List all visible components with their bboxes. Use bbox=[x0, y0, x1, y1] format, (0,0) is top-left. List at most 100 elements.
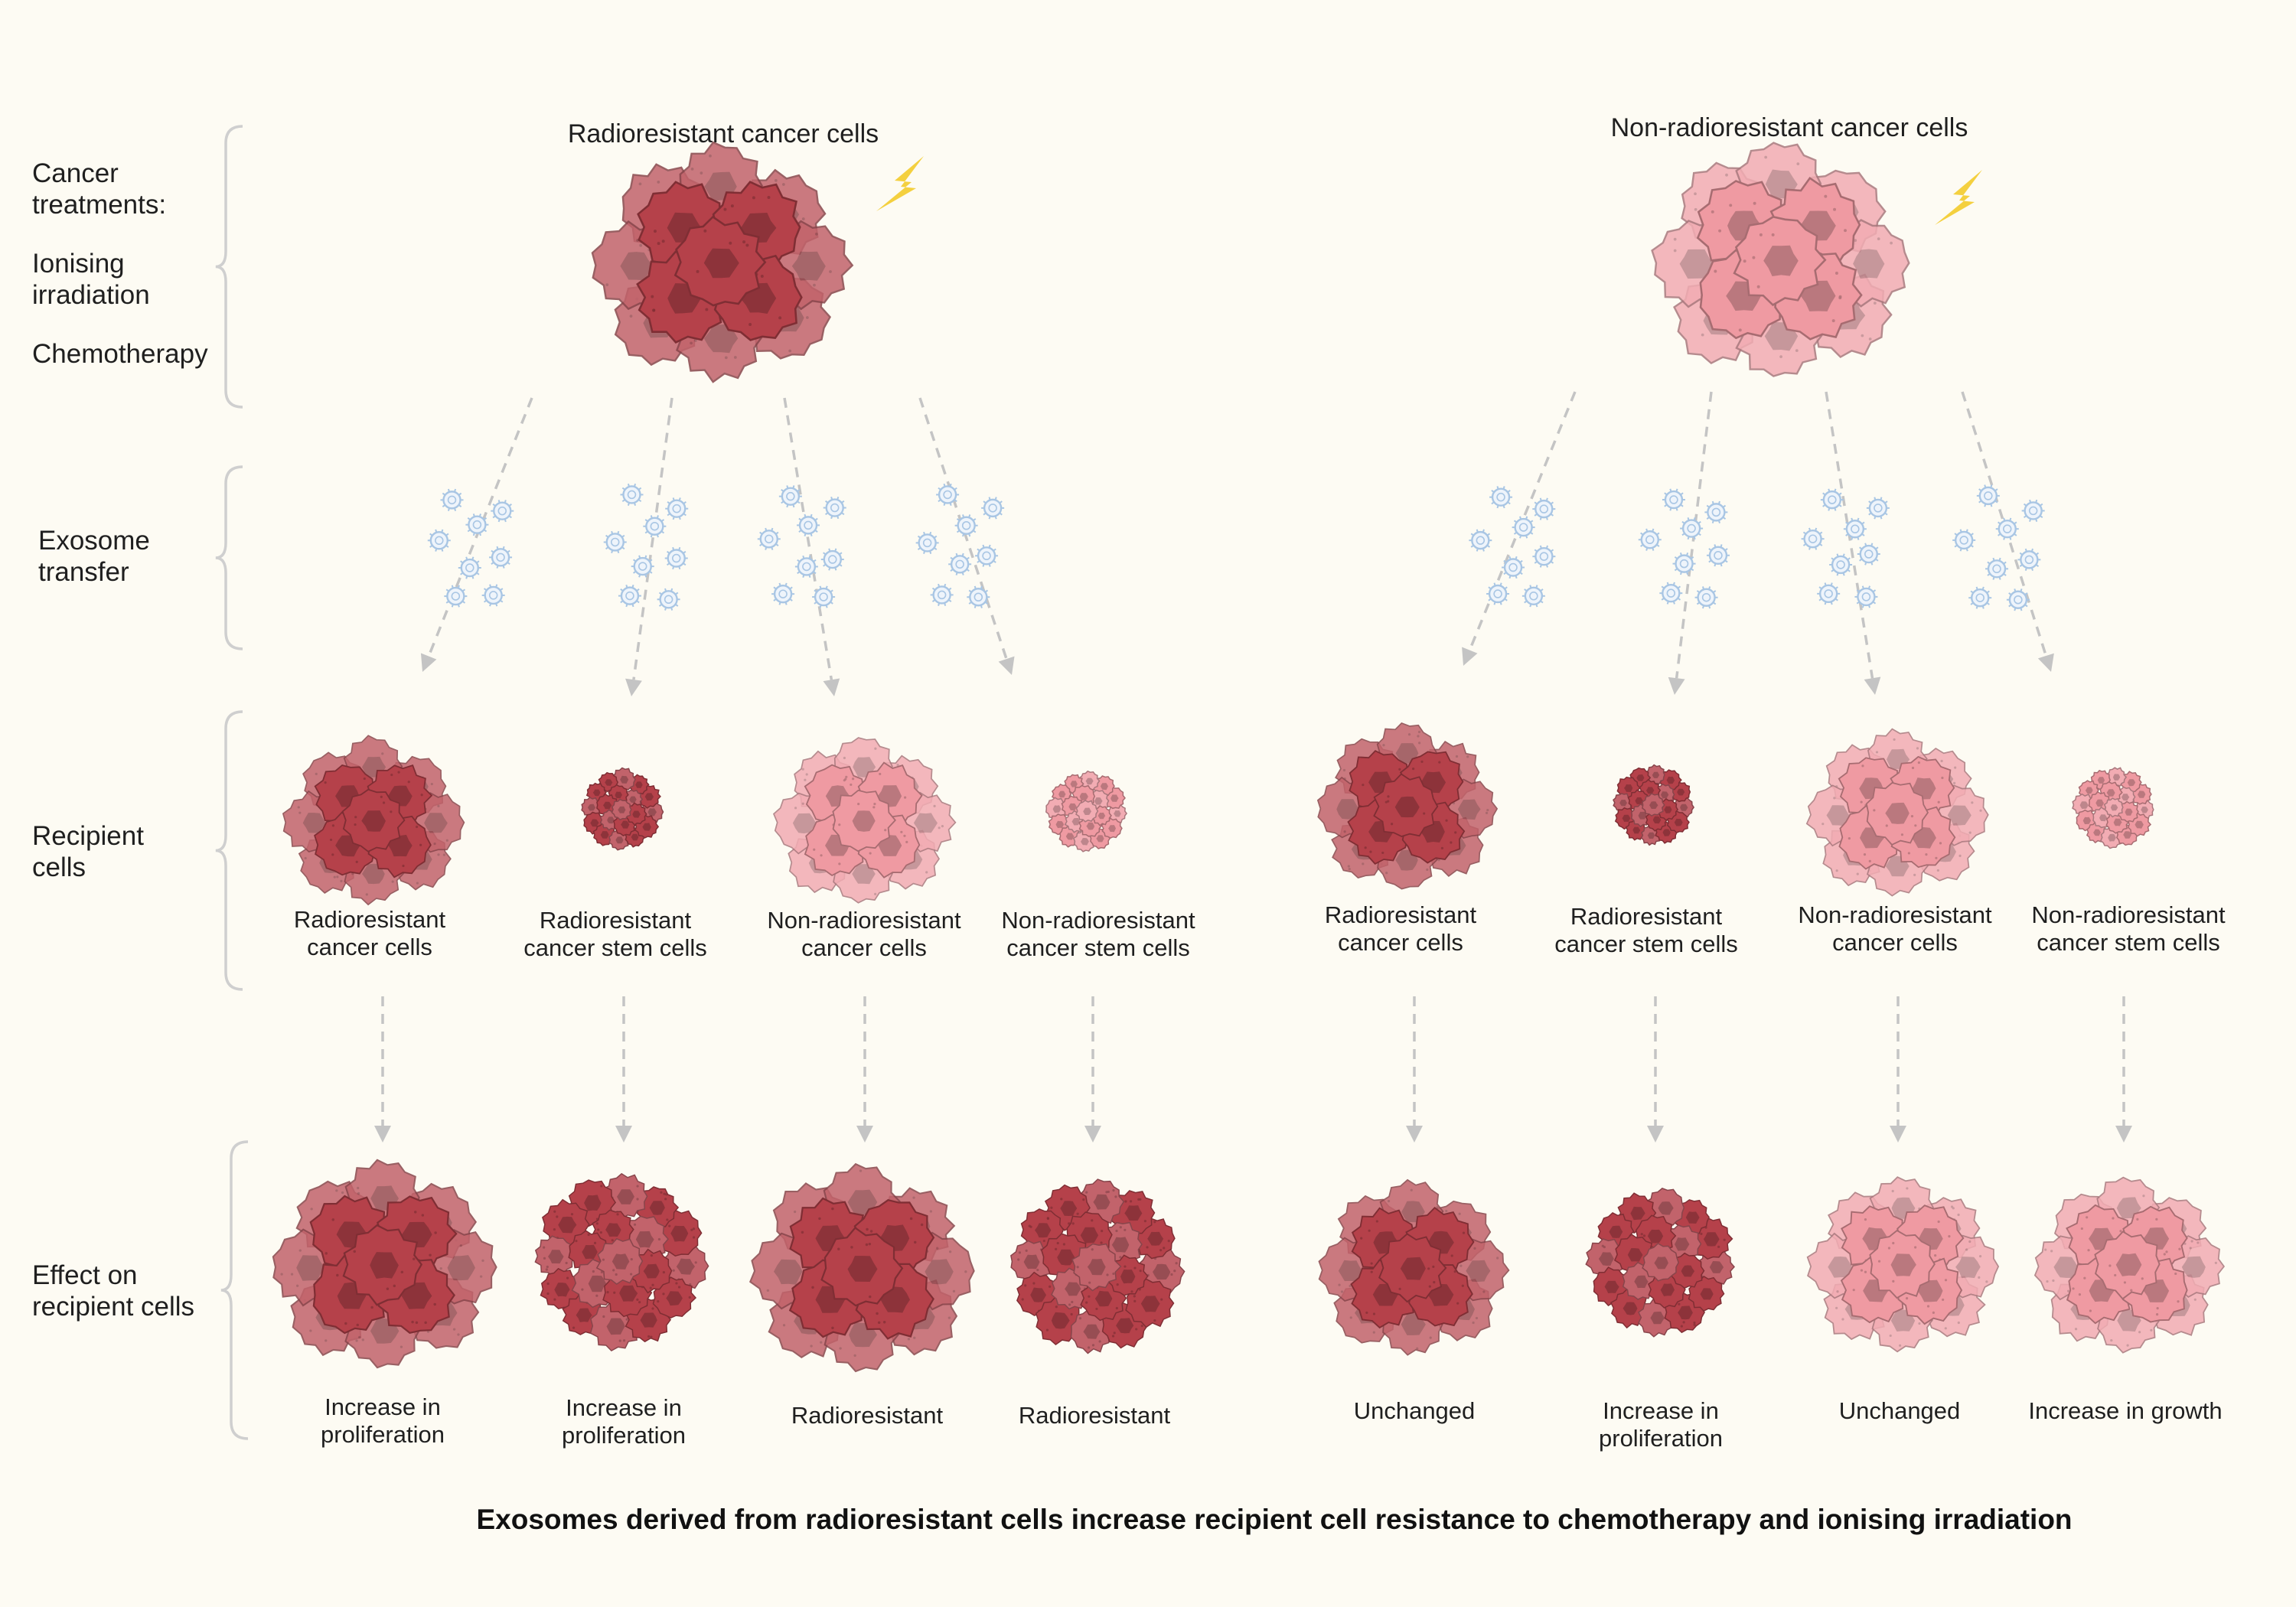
recipient-cluster-6 bbox=[1613, 764, 1695, 846]
exosome-icon bbox=[797, 513, 820, 536]
exosome-icon bbox=[657, 588, 680, 611]
exosome-icon bbox=[2017, 548, 2041, 571]
top-cluster-radioresistant bbox=[591, 141, 854, 383]
right-heading: Non-radioresistant cancer cells bbox=[1611, 113, 1968, 142]
effect-label-3: Radioresistant bbox=[791, 1402, 944, 1429]
lightning-icon bbox=[876, 156, 924, 211]
effect-cluster-5 bbox=[1318, 1178, 1510, 1356]
recipient-cluster-8 bbox=[2072, 767, 2154, 849]
effect-arrow-5 bbox=[1406, 996, 1423, 1143]
exosome-icon bbox=[778, 485, 802, 508]
recipient-cluster-2 bbox=[581, 767, 664, 851]
effect-arrow-4 bbox=[1084, 996, 1101, 1143]
cell-clusters bbox=[272, 141, 2226, 1373]
exosome-icon bbox=[643, 515, 667, 538]
recipient-cluster-3 bbox=[772, 737, 957, 904]
exosome-icon bbox=[440, 488, 464, 511]
exosome-icon bbox=[1820, 488, 1844, 511]
exosome-icon bbox=[1502, 556, 1525, 579]
exosome-icon bbox=[1489, 486, 1513, 509]
exosome-icon bbox=[757, 527, 781, 550]
exosome-icon bbox=[2021, 499, 2045, 523]
effect-cluster-6 bbox=[1585, 1188, 1735, 1338]
exosome-icon bbox=[915, 531, 939, 554]
exosome-icon bbox=[1866, 497, 1890, 520]
exosome-icon bbox=[1672, 553, 1696, 575]
exosome-icon bbox=[1532, 497, 1556, 520]
exosome-icon bbox=[1968, 586, 1992, 609]
figure-caption: Exosomes derived from radioresistant cel… bbox=[476, 1504, 2072, 1535]
exosome-arrow-6 bbox=[1668, 391, 1713, 695]
exosome-icon bbox=[936, 483, 960, 507]
exosome-icon bbox=[489, 546, 513, 569]
exosome-icon bbox=[948, 553, 972, 575]
exosome-icon bbox=[1512, 516, 1535, 539]
exosome-icon bbox=[823, 496, 846, 520]
effect-arrow-8 bbox=[2115, 996, 2132, 1143]
effect-arrow-3 bbox=[856, 996, 873, 1143]
effect-cluster-1 bbox=[272, 1159, 497, 1369]
exosome-icon bbox=[427, 529, 451, 552]
exosome-icon bbox=[1694, 586, 1718, 609]
exosome-icon bbox=[930, 583, 954, 606]
exosome-icon bbox=[1952, 529, 1976, 552]
exosome-icon bbox=[1854, 585, 1878, 608]
exosome-icon bbox=[1638, 528, 1662, 551]
exosome-icon bbox=[1817, 582, 1841, 605]
brace-recipient bbox=[215, 710, 243, 991]
exosome-icon bbox=[975, 544, 999, 567]
brace-treatments bbox=[215, 125, 243, 409]
effect-cluster-4 bbox=[1010, 1178, 1186, 1354]
exosome-icon bbox=[620, 483, 644, 507]
exosome-icon bbox=[820, 548, 844, 571]
brace-effect bbox=[220, 1140, 249, 1440]
exosome-arrow-5 bbox=[1462, 391, 1577, 666]
exosome-icon bbox=[1857, 543, 1880, 566]
exosome-arrow-4 bbox=[918, 397, 1015, 675]
lightning-icon bbox=[1935, 170, 1982, 225]
effect-arrow-6 bbox=[1647, 996, 1664, 1143]
exosome-icon bbox=[1829, 553, 1853, 576]
exosome-icon bbox=[794, 555, 818, 579]
effect-label-5: Unchanged bbox=[1354, 1397, 1476, 1424]
effect-cluster-8 bbox=[2033, 1176, 2226, 1354]
exosome-icon bbox=[954, 514, 978, 537]
exosome-icon bbox=[967, 585, 990, 608]
exosome-icon bbox=[1801, 527, 1825, 550]
exosome-icon bbox=[771, 582, 795, 605]
exosome-icon bbox=[1976, 484, 2000, 507]
effect-cluster-2 bbox=[534, 1172, 709, 1352]
exosome-icon bbox=[1985, 557, 2009, 580]
recipient-cluster-1 bbox=[282, 735, 465, 906]
effect-label-7: Unchanged bbox=[1839, 1397, 1961, 1424]
exosome-icon bbox=[444, 585, 468, 608]
top-cluster-non-radioresistant bbox=[1651, 142, 1910, 377]
row-label-chemo: Chemotherapy bbox=[32, 339, 208, 369]
exosome-icon bbox=[618, 585, 641, 608]
exosome-icon bbox=[1843, 517, 1867, 540]
exosome-icon bbox=[1706, 544, 1730, 567]
exosome-icon bbox=[458, 556, 481, 579]
effect-label-8: Increase in growth bbox=[2028, 1397, 2222, 1424]
row-braces bbox=[215, 125, 249, 1440]
exosome-icon bbox=[1659, 582, 1683, 605]
exosome-arrow-3 bbox=[783, 397, 840, 696]
exosome-arrow-8 bbox=[1961, 391, 2054, 672]
exosome-icon bbox=[481, 584, 505, 607]
exosome-icon bbox=[2006, 588, 2030, 611]
exosome-icon bbox=[1680, 517, 1704, 540]
left-heading: Radioresistant cancer cells bbox=[568, 119, 879, 148]
effect-arrow-1 bbox=[374, 996, 391, 1143]
